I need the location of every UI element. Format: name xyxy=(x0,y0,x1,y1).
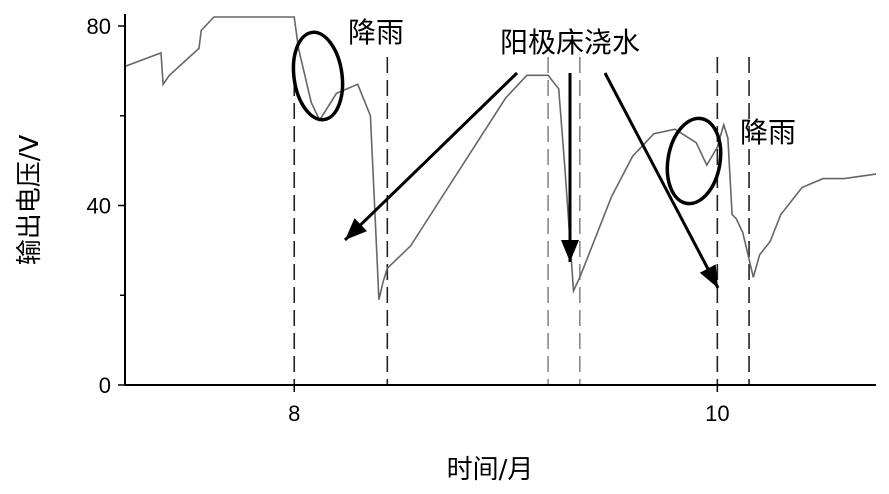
y-tick-label-2: 80 xyxy=(87,14,111,39)
annotation-irrigation: 阳极床浇水 xyxy=(500,26,640,59)
axis-titles: 时间/月 输出电压/V xyxy=(15,135,533,485)
x-tick-label-0: 8 xyxy=(288,401,300,426)
irrigation-arrowhead-1 xyxy=(561,240,579,262)
series-line-0 xyxy=(124,16,877,300)
y-tick-label-0: 0 xyxy=(99,373,111,398)
rain-circle-2 xyxy=(665,116,723,206)
axes xyxy=(124,14,876,386)
irrigation-arrow-2 xyxy=(603,72,720,289)
series-layer xyxy=(124,16,877,300)
irrigation-arrowhead-2 xyxy=(699,264,718,288)
y-tick-label-1: 40 xyxy=(87,193,111,218)
y-axis-title: 输出电压/V xyxy=(15,135,45,266)
ticks: 0 40 80 8 10 xyxy=(87,14,730,426)
x-tick-label-1: 10 xyxy=(705,401,729,426)
rain-circle-1 xyxy=(291,30,345,122)
annotation-rain-1: 降雨 xyxy=(348,16,404,49)
x-axis-title: 时间/月 xyxy=(447,455,534,485)
vertical-markers xyxy=(293,57,750,385)
annotations: 降雨 阳极床浇水 降雨 xyxy=(291,16,796,289)
irrigation-arrow-0 xyxy=(343,71,519,242)
irrigation-arrowhead-0 xyxy=(345,218,368,240)
annotation-rain-2: 降雨 xyxy=(740,116,796,149)
